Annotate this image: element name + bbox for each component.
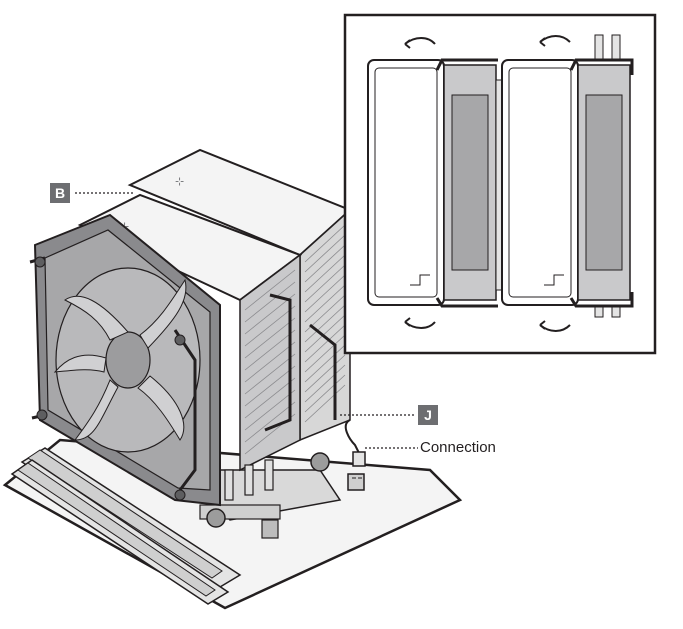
fan-header xyxy=(347,473,365,491)
leader-lines xyxy=(75,192,418,449)
callout-j-badge: J xyxy=(418,405,438,425)
inset-fan-right xyxy=(501,34,631,318)
heatpipes xyxy=(224,459,274,501)
fan-cable xyxy=(344,419,361,456)
rotation-arrows xyxy=(404,35,571,332)
motherboard xyxy=(2,438,463,610)
connection-label: Connection xyxy=(420,439,496,456)
callout-b-badge: B xyxy=(50,183,70,203)
svg-text:⊹: ⊹ xyxy=(175,175,184,188)
inset-clips xyxy=(435,58,634,308)
fan-connector xyxy=(352,451,366,467)
fan-blades xyxy=(53,267,201,453)
cpu-cooler: ⊹ ⊹ xyxy=(29,148,352,507)
ram-slot xyxy=(10,447,242,605)
inset-detail xyxy=(343,13,657,355)
inset-fan-left xyxy=(367,59,505,306)
